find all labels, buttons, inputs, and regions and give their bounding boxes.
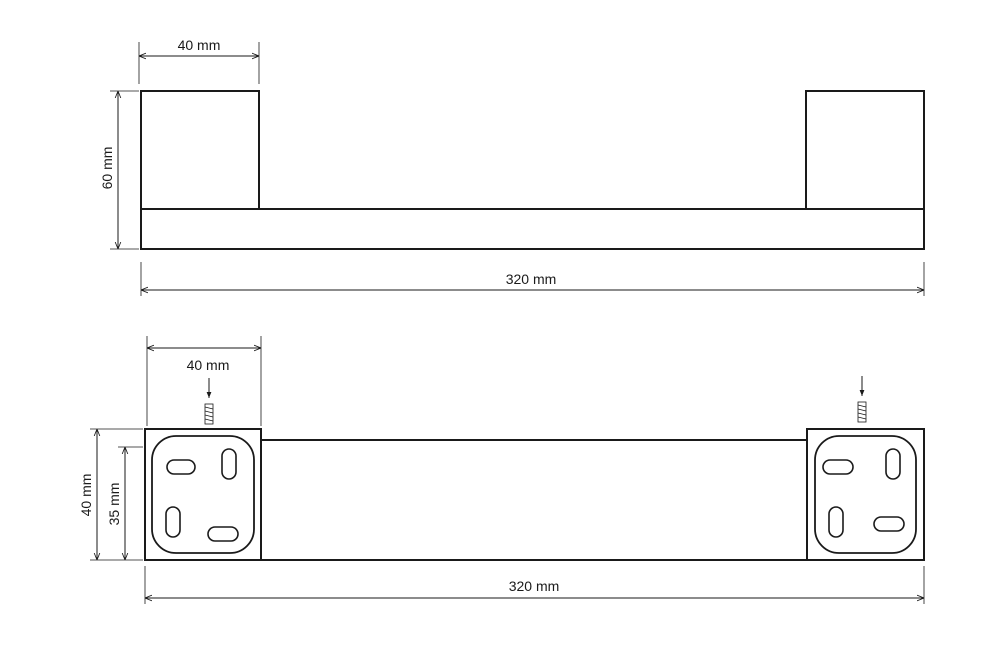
- left-mount-plate: [151, 435, 255, 554]
- right-post: [805, 90, 925, 210]
- left-screw-icon: [204, 378, 214, 425]
- grab-bar-side: [140, 208, 925, 250]
- top-width-label: 40 mm: [187, 357, 230, 373]
- side-view: 40 mm 60 mm 320 mm: [99, 37, 925, 296]
- slot-hole: [207, 526, 239, 542]
- top-length-label: 320 mm: [509, 578, 560, 594]
- slot-hole: [885, 448, 901, 480]
- side-height-label: 60 mm: [99, 147, 115, 190]
- top-view: 40 mm 40 mm 35 mm 320 mm: [78, 336, 925, 604]
- right-mount-plate: [814, 435, 917, 554]
- left-post: [140, 90, 260, 210]
- slot-hole: [828, 506, 844, 538]
- slot-hole: [822, 459, 854, 475]
- right-mount: [806, 428, 925, 561]
- left-mount: [144, 428, 262, 561]
- slot-hole: [165, 506, 181, 538]
- top-plate-label: 35 mm: [106, 483, 122, 526]
- grab-bar-top: [258, 439, 808, 561]
- side-length-label: 320 mm: [506, 271, 557, 287]
- side-width-label: 40 mm: [178, 37, 221, 53]
- slot-hole: [166, 459, 196, 475]
- top-depth-label: 40 mm: [78, 474, 94, 517]
- right-screw-icon: [857, 376, 867, 423]
- slot-hole: [221, 448, 237, 480]
- slot-hole: [873, 516, 905, 532]
